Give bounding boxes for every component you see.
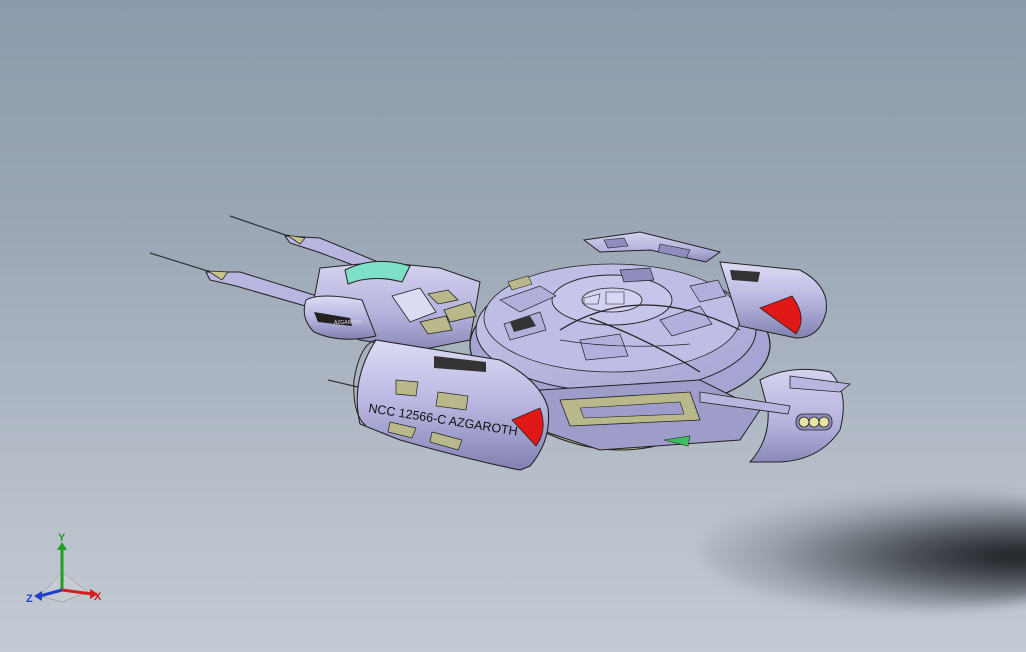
- right-bussard-collector: [759, 295, 802, 335]
- nacelle-badge-text: AZGAROTH: [334, 320, 362, 326]
- x-axis: [61, 588, 93, 596]
- floor-shadow: [700, 490, 1026, 610]
- left-warp-nacelle: NCC 12566-C AZGAROTH: [353, 339, 550, 471]
- upper-rear-pylon: [582, 231, 722, 263]
- right-warp-nacelle: [719, 261, 827, 339]
- forward-sensor-dome: [344, 260, 411, 285]
- z-axis: [39, 588, 63, 598]
- z-axis-label: Z: [26, 593, 33, 605]
- view-orientation-triad[interactable]: Y X Z: [26, 532, 106, 608]
- forward-pod: AZGAROTH: [303, 295, 377, 340]
- triad-cone: [39, 571, 89, 603]
- left-bussard-collector: [511, 407, 544, 447]
- x-axis-label: X: [94, 591, 102, 603]
- y-axis-label: Y: [58, 532, 66, 544]
- forward-lance-upper: [283, 234, 379, 273]
- aft-weapon-cluster: [699, 368, 851, 463]
